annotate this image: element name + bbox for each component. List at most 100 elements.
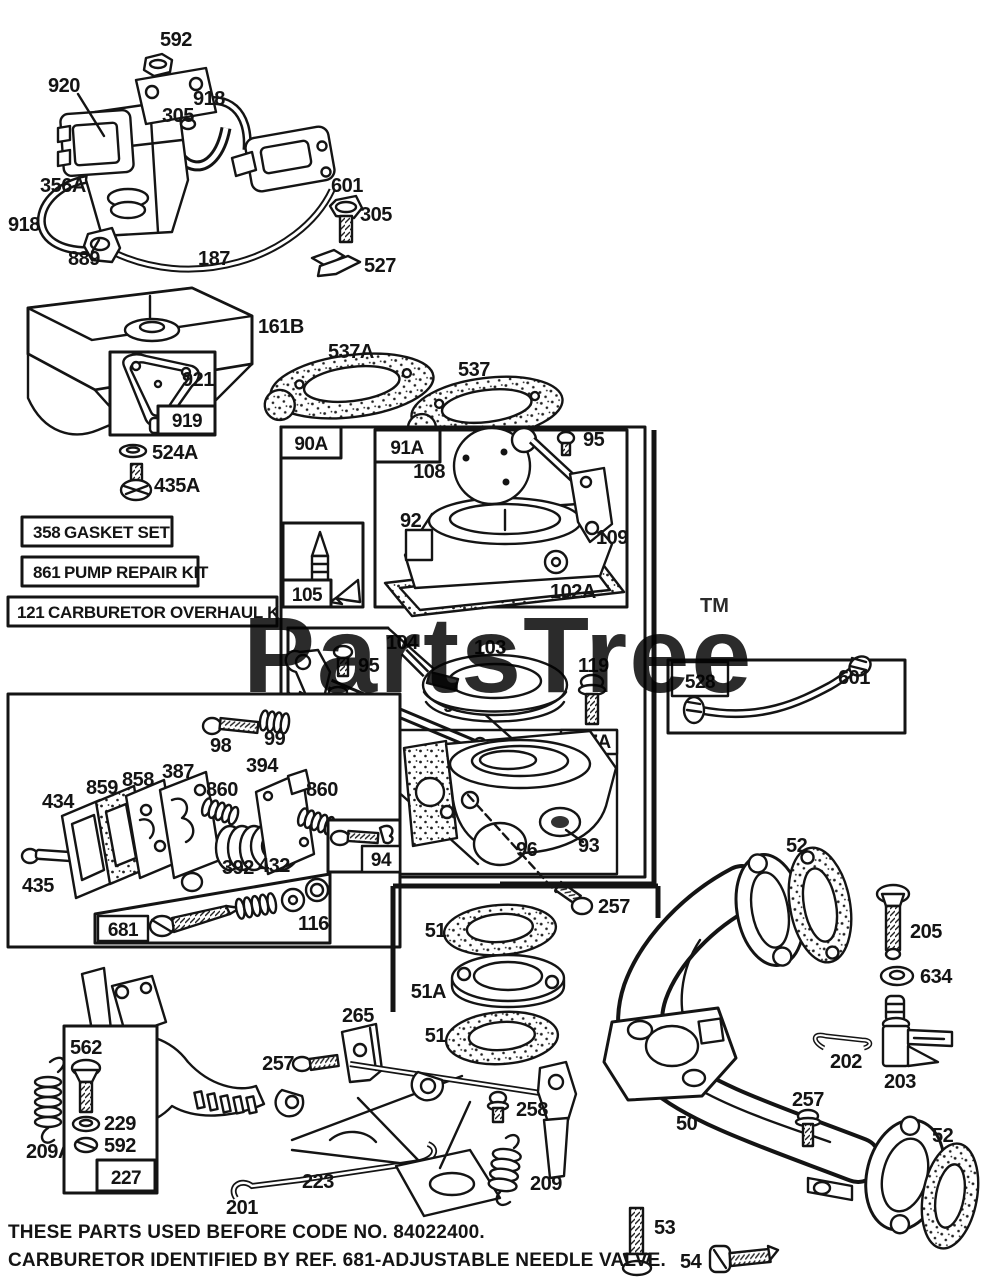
part-label-51-top: 51 — [425, 920, 447, 942]
box-label-105: 105 — [292, 585, 323, 606]
part-label-527: 527 — [364, 255, 396, 277]
part-label-258: 258 — [516, 1099, 548, 1121]
kit-box-gasket-set: 358 GASKET SET — [20, 515, 174, 548]
part-label-50: 50 — [676, 1113, 698, 1135]
part-label-592: 592 — [160, 29, 192, 51]
part-label-187: 187 — [198, 248, 230, 270]
part-label-102A: 102A — [550, 581, 596, 603]
upper-carb-102A-art — [383, 426, 626, 618]
part-label-305-right: 305 — [360, 204, 392, 226]
box-label-919: 919 — [172, 411, 202, 432]
part-label-116: 116 — [298, 913, 329, 935]
part-label-537: 537 — [458, 359, 490, 381]
spring-209A-art — [33, 1056, 66, 1144]
gasket-52-upper-art — [787, 846, 853, 964]
screw-119-art — [577, 673, 607, 726]
part-label-51-bottom: 51 — [425, 1025, 447, 1047]
part-label-356A: 356A — [40, 175, 86, 197]
part-label-209A: 209A — [26, 1141, 72, 1163]
part-label-432: 432 — [258, 855, 290, 877]
part-label-918-top: 918 — [193, 88, 225, 110]
box-label-681: 681 — [108, 920, 139, 941]
part-label-108: 108 — [413, 461, 445, 483]
part-label-93: 93 — [578, 835, 600, 857]
kit-name-carb-overhaul: CARBURETOR OVERHAUL KIT — [48, 603, 295, 622]
fuel-pump-assembly-art — [37, 52, 364, 278]
box-227 — [62, 1024, 159, 1195]
part-label-918-left: 918 — [8, 214, 40, 236]
part-label-103: 103 — [474, 637, 506, 659]
part-label-601: 601 — [331, 175, 363, 197]
part-label-99: 99 — [264, 728, 286, 750]
part-label-209: 209 — [530, 1173, 562, 1195]
kit-ref-861: 861 — [33, 563, 60, 582]
part-label-434: 434 — [42, 791, 75, 813]
kit-ref-358: 358 — [33, 523, 60, 542]
part-label-223: 223 — [302, 1171, 334, 1193]
part-label-54: 54 — [680, 1251, 703, 1273]
part-label-634-right: 634 — [920, 966, 953, 988]
footer-note-line1: THESE PARTS USED BEFORE CODE NO. 8402240… — [8, 1222, 485, 1243]
part-label-860-b: 860 — [306, 779, 338, 801]
part-label-859: 859 — [86, 777, 118, 799]
part-label-51A: 51A — [411, 981, 446, 1003]
part-label-858: 858 — [122, 769, 154, 791]
box-681 — [93, 872, 332, 945]
box-label-91A: 91A — [390, 438, 424, 459]
screw-205-art — [875, 883, 911, 961]
part-label-537A: 537A — [328, 341, 374, 363]
part-label-305-top: 305 — [162, 105, 194, 127]
gasket-52-lower-art — [920, 1142, 980, 1250]
screw-257-right-art — [794, 1108, 822, 1148]
part-label-435: 435 — [22, 875, 54, 897]
part-label-119: 119 — [578, 655, 609, 677]
part-label-95-float: 95 — [583, 429, 605, 451]
part-label-96: 96 — [516, 839, 538, 861]
gasket-51-bottom-art — [444, 1010, 560, 1066]
washer-634-right-art — [879, 965, 915, 987]
kit-box-pump-repair: 861 PUMP REPAIR KIT — [20, 555, 209, 588]
box-label-227: 227 — [111, 1168, 141, 1189]
gasket-537A-art — [263, 352, 435, 422]
part-label-387: 387 — [162, 761, 194, 783]
bottom-box-border — [390, 883, 661, 1012]
part-label-265: 265 — [342, 1005, 374, 1027]
part-label-592-b: 592 — [104, 1135, 136, 1157]
part-label-205: 205 — [910, 921, 942, 943]
part-label-52-upper: 52 — [786, 835, 808, 857]
washer-524A-art — [118, 443, 148, 459]
spacer-51A-art — [450, 953, 566, 1009]
part-label-161B: 161B — [258, 316, 304, 338]
kit-name-gasket-set: GASKET SET — [64, 523, 171, 542]
float-ring-103-art — [421, 653, 569, 723]
part-label-202: 202 — [830, 1051, 862, 1073]
box-label-528: 528 — [685, 672, 715, 693]
clip-265-art — [340, 1022, 384, 1084]
part-label-257-left: 257 — [262, 1053, 294, 1075]
part-label-889: 889 — [68, 248, 100, 270]
part-label-201: 201 — [226, 1197, 258, 1219]
part-label-104: 104 — [386, 632, 419, 654]
breather-203-art — [881, 994, 954, 1068]
part-label-229: 229 — [104, 1113, 136, 1135]
part-label-257-right: 257 — [792, 1089, 824, 1111]
footer-note-line2: CARBURETOR IDENTIFIED BY REF. 681-ADJUST… — [8, 1250, 666, 1271]
gasket-51-top-art — [442, 903, 558, 957]
part-label-601-pipe: 601 — [838, 667, 870, 689]
part-label-203: 203 — [884, 1071, 916, 1093]
part-label-92: 92 — [400, 510, 422, 532]
bolt-54-art — [708, 1244, 780, 1274]
part-label-392: 392 — [222, 857, 254, 879]
box-105 — [281, 521, 365, 609]
part-label-257-carb: 257 — [598, 896, 630, 918]
part-label-98: 98 — [210, 735, 232, 757]
part-label-53: 53 — [654, 1217, 676, 1239]
screw-257-left-art — [291, 1053, 340, 1073]
kit-ref-121: 121 — [17, 603, 44, 622]
box-94 — [326, 818, 402, 874]
box-label-94: 94 — [371, 850, 392, 871]
box-label-90A: 90A — [294, 434, 328, 455]
box-528 — [666, 655, 907, 735]
spring-209-art — [487, 1133, 522, 1207]
